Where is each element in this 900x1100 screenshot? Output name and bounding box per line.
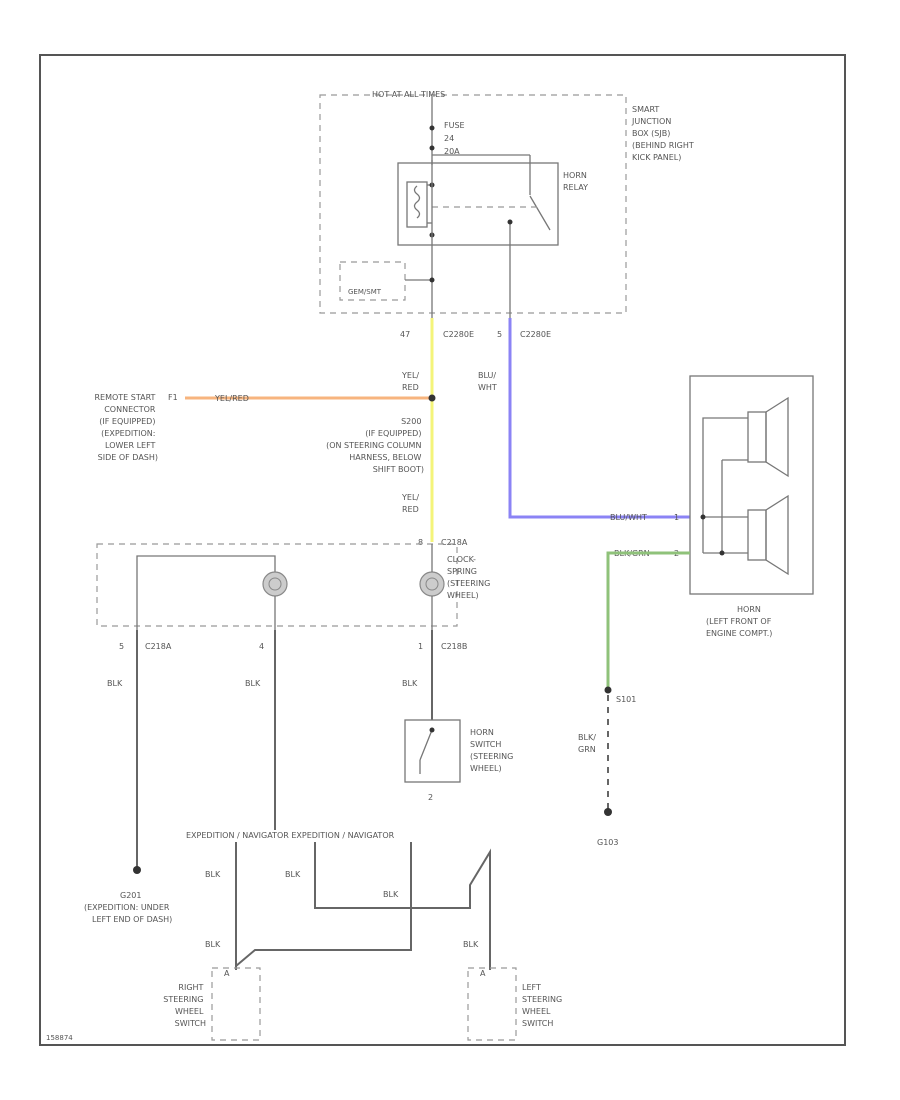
remote-orange-wire-label: YEL/RED: [214, 394, 249, 403]
clockspring-label: CLOCK- SPRING (STEERING WHEEL): [447, 555, 493, 600]
sjb-internal-block-label: GEM/SMT: [348, 288, 382, 296]
horn-switch-contact: [419, 729, 433, 761]
splice-s101-dot: [604, 686, 612, 694]
blu-wht-label: BLU/ WHT: [478, 371, 499, 392]
blk-grn-label-2: BLK/ GRN: [578, 733, 598, 754]
horn-conn-pin-1: 1: [674, 513, 679, 522]
g201-ground-dot: [133, 866, 141, 874]
blk-label-6: BLK: [383, 890, 399, 899]
horn-label: HORN (LEFT FRONT OF ENGINE COMPT.): [706, 605, 774, 638]
horn-junction-2: [719, 550, 725, 556]
c218a-pin-8: 8: [418, 538, 423, 547]
fuse-terminal-bottom: [429, 145, 435, 151]
g103-label: G103: [597, 838, 618, 847]
clockspring-coil-left-inner: [268, 577, 282, 591]
horn-relay-label: HORN RELAY: [563, 171, 589, 192]
clockspring-coil-left: [262, 571, 288, 597]
clockspring-outline: [96, 543, 458, 627]
hot-at-all-times-label: HOT AT ALL TIMES: [372, 90, 445, 99]
blk-label-8: BLK: [463, 940, 479, 949]
sjb-ground-junction: [429, 277, 435, 283]
clockspring-coil-right-inner: [425, 577, 439, 591]
diagram-frame: [39, 54, 846, 1046]
c2280e-pin-47: 47: [400, 330, 410, 339]
blk-label-3: BLK: [402, 679, 418, 688]
horn-switch-pin-2: 2: [428, 793, 433, 802]
horn-switch-label: HORN SWITCH (STEERING WHEEL): [470, 728, 516, 773]
horn-wire-blu-wht-label: BLU/WHT: [610, 513, 647, 522]
relay-coil-winding: [413, 185, 421, 219]
horn-speaker-upper: [747, 396, 789, 478]
c2280e-right-label: C2280E: [520, 330, 551, 339]
smart-junction-box-outline: [319, 94, 627, 314]
yel-red-label-1: YEL/ RED: [401, 371, 422, 392]
blu-wht-wire: [508, 318, 690, 519]
splice-s200-dot: [428, 394, 436, 402]
s101-label: S101: [616, 695, 636, 704]
relay-switch-arm: [529, 195, 551, 231]
blk-grn-wire: [606, 551, 690, 690]
g201-label: G201 (EXPEDITION: UNDER LEFT END OF DASH…: [84, 891, 172, 924]
blk-label-5: BLK: [285, 870, 301, 879]
remote-start-pin-f1: F1: [168, 393, 178, 402]
horn-assembly-box: [689, 375, 814, 595]
right-switch-pin-a: A: [224, 969, 230, 978]
fuse-terminal-top: [429, 125, 435, 131]
expedition-navigator-label: EXPEDITION / NAVIGATOR EXPEDITION / NAVI…: [186, 831, 395, 840]
g103-ground-dot: [604, 808, 612, 816]
diagram-code: 158874: [46, 1034, 73, 1042]
c218b-label: C218B: [441, 642, 467, 651]
c218a-pin-4: 4: [259, 642, 264, 651]
blk-label-4: BLK: [205, 870, 221, 879]
c2280e-pin-5: 5: [497, 330, 502, 339]
yel-red-label-2: YEL/ RED: [401, 493, 422, 514]
blk-wire-lower-bus: [314, 842, 491, 970]
left-switch-box: [467, 967, 517, 1041]
horn-internal-wiring: [702, 417, 748, 553]
clockspring-ground-path: [136, 555, 276, 630]
right-switch-label: RIGHT STEERING WHEEL SWITCH: [163, 983, 206, 1028]
fuse-label: FUSE 24 20A: [444, 121, 467, 156]
c218a-b-label: C218A: [145, 642, 172, 651]
remote-start-label: REMOTE START CONNECTOR (IF EQUIPPED) (EX…: [94, 393, 158, 462]
horn-switch-box: [404, 719, 461, 783]
clockspring-coil-right: [419, 571, 445, 597]
relay-output-terminal: [507, 219, 513, 225]
blk-label-1: BLK: [107, 679, 123, 688]
horn-relay-box: [397, 162, 559, 246]
smart-junction-box-label: SMART JUNCTION BOX (SJB) (BEHIND RIGHT K…: [631, 105, 696, 162]
sjb-internal-block: [339, 261, 406, 301]
blk-wire-crossover: [235, 842, 412, 967]
horn-switch-terminal: [429, 727, 435, 733]
relay-coil: [406, 181, 428, 228]
c218a-pin-5: 5: [119, 642, 124, 651]
right-switch-box: [211, 967, 261, 1041]
blk-label-7: BLK: [205, 940, 221, 949]
s200-label: S200 (IF EQUIPPED) (ON STEERING COLUMN H…: [326, 417, 424, 474]
c2280e-left-label: C2280E: [443, 330, 474, 339]
horn-speaker-lower: [747, 494, 789, 576]
left-switch-label: LEFT STEERING WHEEL SWITCH: [522, 983, 565, 1028]
c218b-pin-1: 1: [418, 642, 423, 651]
horn-junction-1: [700, 514, 706, 520]
c218a-label: C218A: [441, 538, 468, 547]
left-switch-pin-a: A: [480, 969, 486, 978]
blk-label-2: BLK: [245, 679, 261, 688]
